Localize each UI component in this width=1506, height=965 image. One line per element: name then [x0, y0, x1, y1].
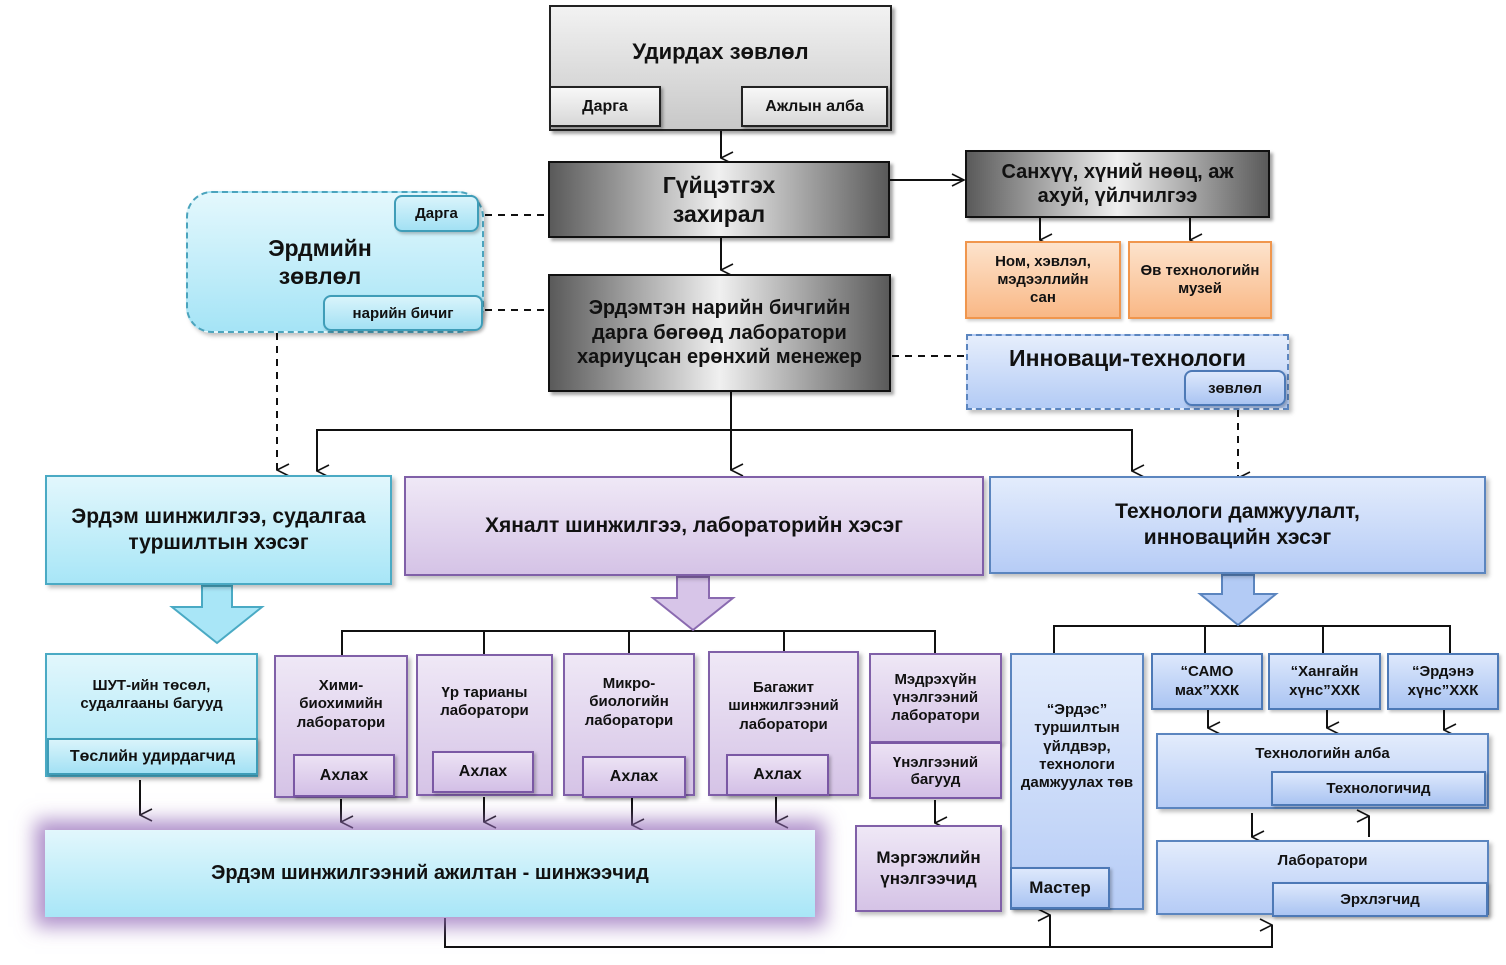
bus-tech: [1053, 625, 1451, 655]
block-arrow-research: [169, 585, 265, 645]
lab-sensory[interactable]: Мэдрэхүйн үнэлгээний лаборатори: [869, 653, 1002, 743]
bus-gm-divisions: [316, 429, 1132, 471]
board-title: Удирдах зөвлөл: [632, 39, 809, 64]
lab-instrumental-head[interactable]: Ахлах: [726, 754, 829, 796]
project-leaders[interactable]: Төслийн удирдагчид: [47, 738, 258, 775]
lab-managers[interactable]: Эрхлэгчид: [1272, 882, 1488, 917]
executive-director-box[interactable]: Гүйцэтгэх захирал: [548, 161, 890, 238]
board-chair[interactable]: Дарга: [549, 86, 661, 127]
block-arrow-tech: [1197, 574, 1279, 627]
innovation-council-title: Инноваци-технологи: [1009, 345, 1246, 371]
scientific-council-secretary[interactable]: нарийн бичиг: [323, 295, 483, 331]
scientific-council-title: Эрдмийн зөвлөл: [268, 234, 372, 289]
general-manager-box[interactable]: Эрдэмтэн нарийн бичгийн дарга бөгөөд лаб…: [548, 274, 891, 392]
museum-box[interactable]: Өв технологийн музей: [1128, 241, 1272, 319]
company-khangai[interactable]: “Хангайн хүнс”ХХК: [1268, 653, 1381, 710]
division-tech-transfer[interactable]: Технологи дамжуулалт, инновацийн хэсэг: [989, 476, 1486, 574]
lab-chem-biochem-head[interactable]: Ахлах: [293, 754, 395, 797]
company-samo[interactable]: “САМО мах”ХХК: [1151, 653, 1263, 710]
division-research[interactable]: Эрдэм шинжилгээ, судалгаа туршилтын хэсэ…: [45, 475, 392, 585]
division-lab-control[interactable]: Хяналт шинжилгээ, лабораторийн хэсэг: [404, 476, 984, 576]
board-office[interactable]: Ажлын алба: [741, 86, 888, 127]
company-erdene[interactable]: “Эрдэнэ хүнс”ХХК: [1387, 653, 1499, 710]
scientific-council-chair[interactable]: Дарга: [394, 195, 479, 232]
lab-grain-head[interactable]: Ахлах: [432, 751, 534, 793]
lab-microbiology-head[interactable]: Ахлах: [582, 756, 686, 798]
innovation-council-sub[interactable]: зөвлөл: [1184, 370, 1286, 406]
technologists[interactable]: Технологичид: [1271, 771, 1486, 806]
library-box[interactable]: Ном, хэвлэл, мэдээллийн сан: [965, 241, 1121, 319]
block-arrow-lab: [650, 576, 736, 632]
pilot-plant-master[interactable]: Мастер: [1010, 867, 1110, 909]
researchers-box[interactable]: Эрдэм шинжилгээний ажилтан - шинжээчид: [45, 830, 815, 917]
finance-hr-box[interactable]: Санхүү, хүний нөөц, аж ахуй, үйлчилгээ: [965, 150, 1270, 218]
expert-evaluators-box[interactable]: Мэргэжлийн үнэлгээчид: [855, 825, 1002, 912]
lab-sensory-teams[interactable]: Үнэлгээний багууд: [869, 742, 1002, 799]
